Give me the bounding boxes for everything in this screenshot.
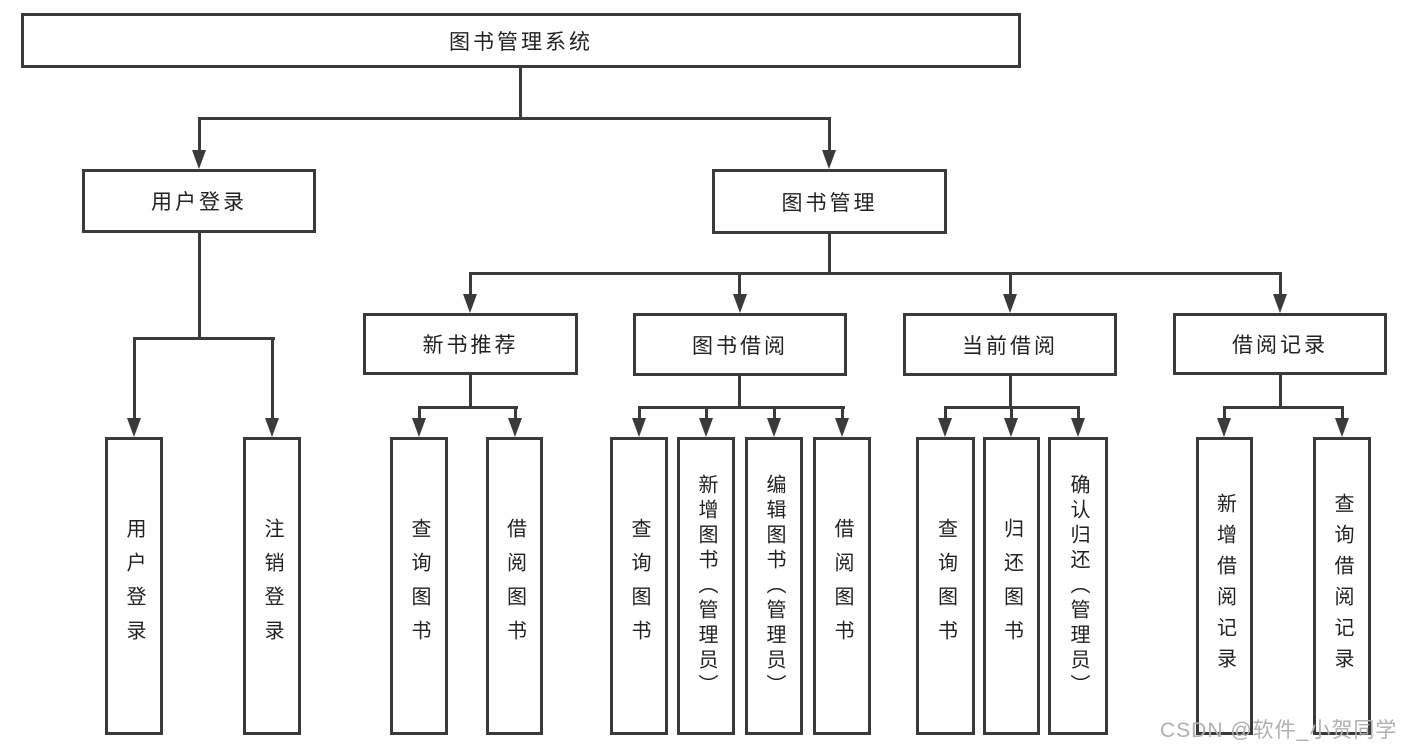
- leaf-records-add-record: 新增借阅记录: [1196, 437, 1253, 735]
- node-label: 借阅记录: [1232, 334, 1328, 357]
- connector-line: [1341, 406, 1344, 421]
- connector-line: [1223, 406, 1344, 409]
- leaf-label: 用户登录: [123, 518, 145, 654]
- connector-line: [1077, 406, 1080, 421]
- leaf-label: 确认归还（管理员）: [1067, 473, 1089, 699]
- node-book-management: 图书管理: [712, 169, 947, 234]
- node-current-borrow: 当前借阅: [903, 313, 1117, 376]
- arrowhead-down-icon: [822, 150, 836, 169]
- node-label: 当前借阅: [962, 334, 1058, 358]
- leaf-current-return-books: 归还图书: [983, 437, 1040, 735]
- connector-line: [828, 234, 831, 275]
- arrowhead-down-icon: [938, 418, 952, 437]
- leaf-borrow-borrow-books: 借阅图书: [813, 437, 871, 735]
- arrowhead-down-icon: [412, 418, 426, 437]
- arrowhead-down-icon: [463, 294, 477, 313]
- connector-line: [198, 117, 831, 120]
- connector-line: [198, 233, 201, 339]
- arrowhead-down-icon: [632, 418, 646, 437]
- connector-line: [133, 337, 136, 421]
- leaf-label: 查询图书: [408, 518, 430, 654]
- arrowhead-down-icon: [1071, 418, 1085, 437]
- connector-line: [418, 406, 421, 421]
- leaf-user-login: 用户登录: [105, 437, 163, 735]
- connector-line: [773, 406, 776, 421]
- connector-line: [944, 406, 947, 421]
- connector-line: [271, 337, 274, 421]
- node-label: 用户登录: [151, 191, 247, 214]
- leaf-newbook-query-books: 查询图书: [390, 437, 448, 735]
- node-user-login: 用户登录: [82, 169, 316, 233]
- connector-line: [738, 376, 741, 409]
- leaf-current-query-books: 查询图书: [916, 437, 975, 735]
- node-borrow-records: 借阅记录: [1173, 313, 1387, 375]
- connector-line: [1009, 376, 1012, 409]
- leaf-label: 注销登录: [261, 518, 283, 654]
- connector-line: [198, 117, 201, 152]
- connector-line: [1010, 406, 1013, 421]
- arrowhead-down-icon: [1217, 418, 1231, 437]
- node-label: 图书管理: [781, 191, 878, 215]
- node-label: 新书推荐: [422, 334, 519, 357]
- arrowhead-down-icon: [1273, 294, 1287, 313]
- node-book-borrow: 图书借阅: [633, 313, 847, 376]
- arrowhead-down-icon: [835, 418, 849, 437]
- leaf-borrow-edit-book-admin: 编辑图书（管理员）: [745, 437, 803, 735]
- connector-line: [638, 406, 641, 421]
- connector-line: [738, 272, 741, 296]
- connector-line: [1009, 272, 1012, 296]
- node-root-library-system: 图书管理系统: [21, 13, 1021, 68]
- leaf-logout: 注销登录: [243, 437, 301, 735]
- csdn-watermark: CSDN @软件_小贺同学: [1160, 719, 1398, 742]
- arrowhead-down-icon: [1335, 418, 1349, 437]
- node-new-book-recommend: 新书推荐: [363, 313, 578, 375]
- leaf-label: 新增图书（管理员）: [695, 473, 717, 699]
- leaf-borrow-query-books: 查询图书: [610, 437, 668, 735]
- arrowhead-down-icon: [767, 418, 781, 437]
- arrowhead-down-icon: [508, 418, 522, 437]
- arrowhead-down-icon: [733, 294, 747, 313]
- arrowhead-down-icon: [1004, 418, 1018, 437]
- connector-line: [1223, 406, 1226, 421]
- leaf-label: 编辑图书（管理员）: [763, 473, 785, 699]
- arrowhead-down-icon: [1003, 294, 1017, 313]
- connector-line: [638, 406, 845, 409]
- leaf-label: 查询图书: [934, 518, 957, 654]
- connector-line: [469, 272, 472, 296]
- connector-line: [418, 406, 518, 409]
- connector-line: [519, 68, 522, 119]
- connector-line: [705, 406, 708, 421]
- arrowhead-down-icon: [127, 418, 141, 437]
- arrowhead-down-icon: [265, 418, 279, 437]
- leaf-label: 查询图书: [628, 518, 650, 654]
- leaf-borrow-add-book-admin: 新增图书（管理员）: [677, 437, 735, 735]
- leaf-label: 新增借阅记录: [1213, 493, 1236, 679]
- connector-line: [828, 117, 831, 152]
- leaf-label: 借阅图书: [831, 518, 853, 654]
- leaf-records-query-record: 查询借阅记录: [1313, 437, 1371, 735]
- connector-line: [469, 375, 472, 409]
- arrowhead-down-icon: [192, 150, 206, 169]
- connector-line: [1279, 375, 1282, 409]
- leaf-label: 查询借阅记录: [1331, 493, 1353, 679]
- leaf-label: 借阅图书: [503, 518, 526, 654]
- connector-line: [1279, 272, 1282, 296]
- leaf-label: 归还图书: [1000, 518, 1023, 654]
- leaf-newbook-borrow-books: 借阅图书: [486, 437, 543, 735]
- node-label: 图书管理系统: [449, 30, 593, 54]
- connector-line: [841, 406, 844, 421]
- connector-line: [469, 272, 1282, 275]
- leaf-current-confirm-return-admin: 确认归还（管理员）: [1048, 437, 1108, 735]
- node-label: 图书借阅: [692, 334, 788, 358]
- connector-line: [133, 337, 275, 340]
- connector-line: [514, 406, 517, 421]
- arrowhead-down-icon: [699, 418, 713, 437]
